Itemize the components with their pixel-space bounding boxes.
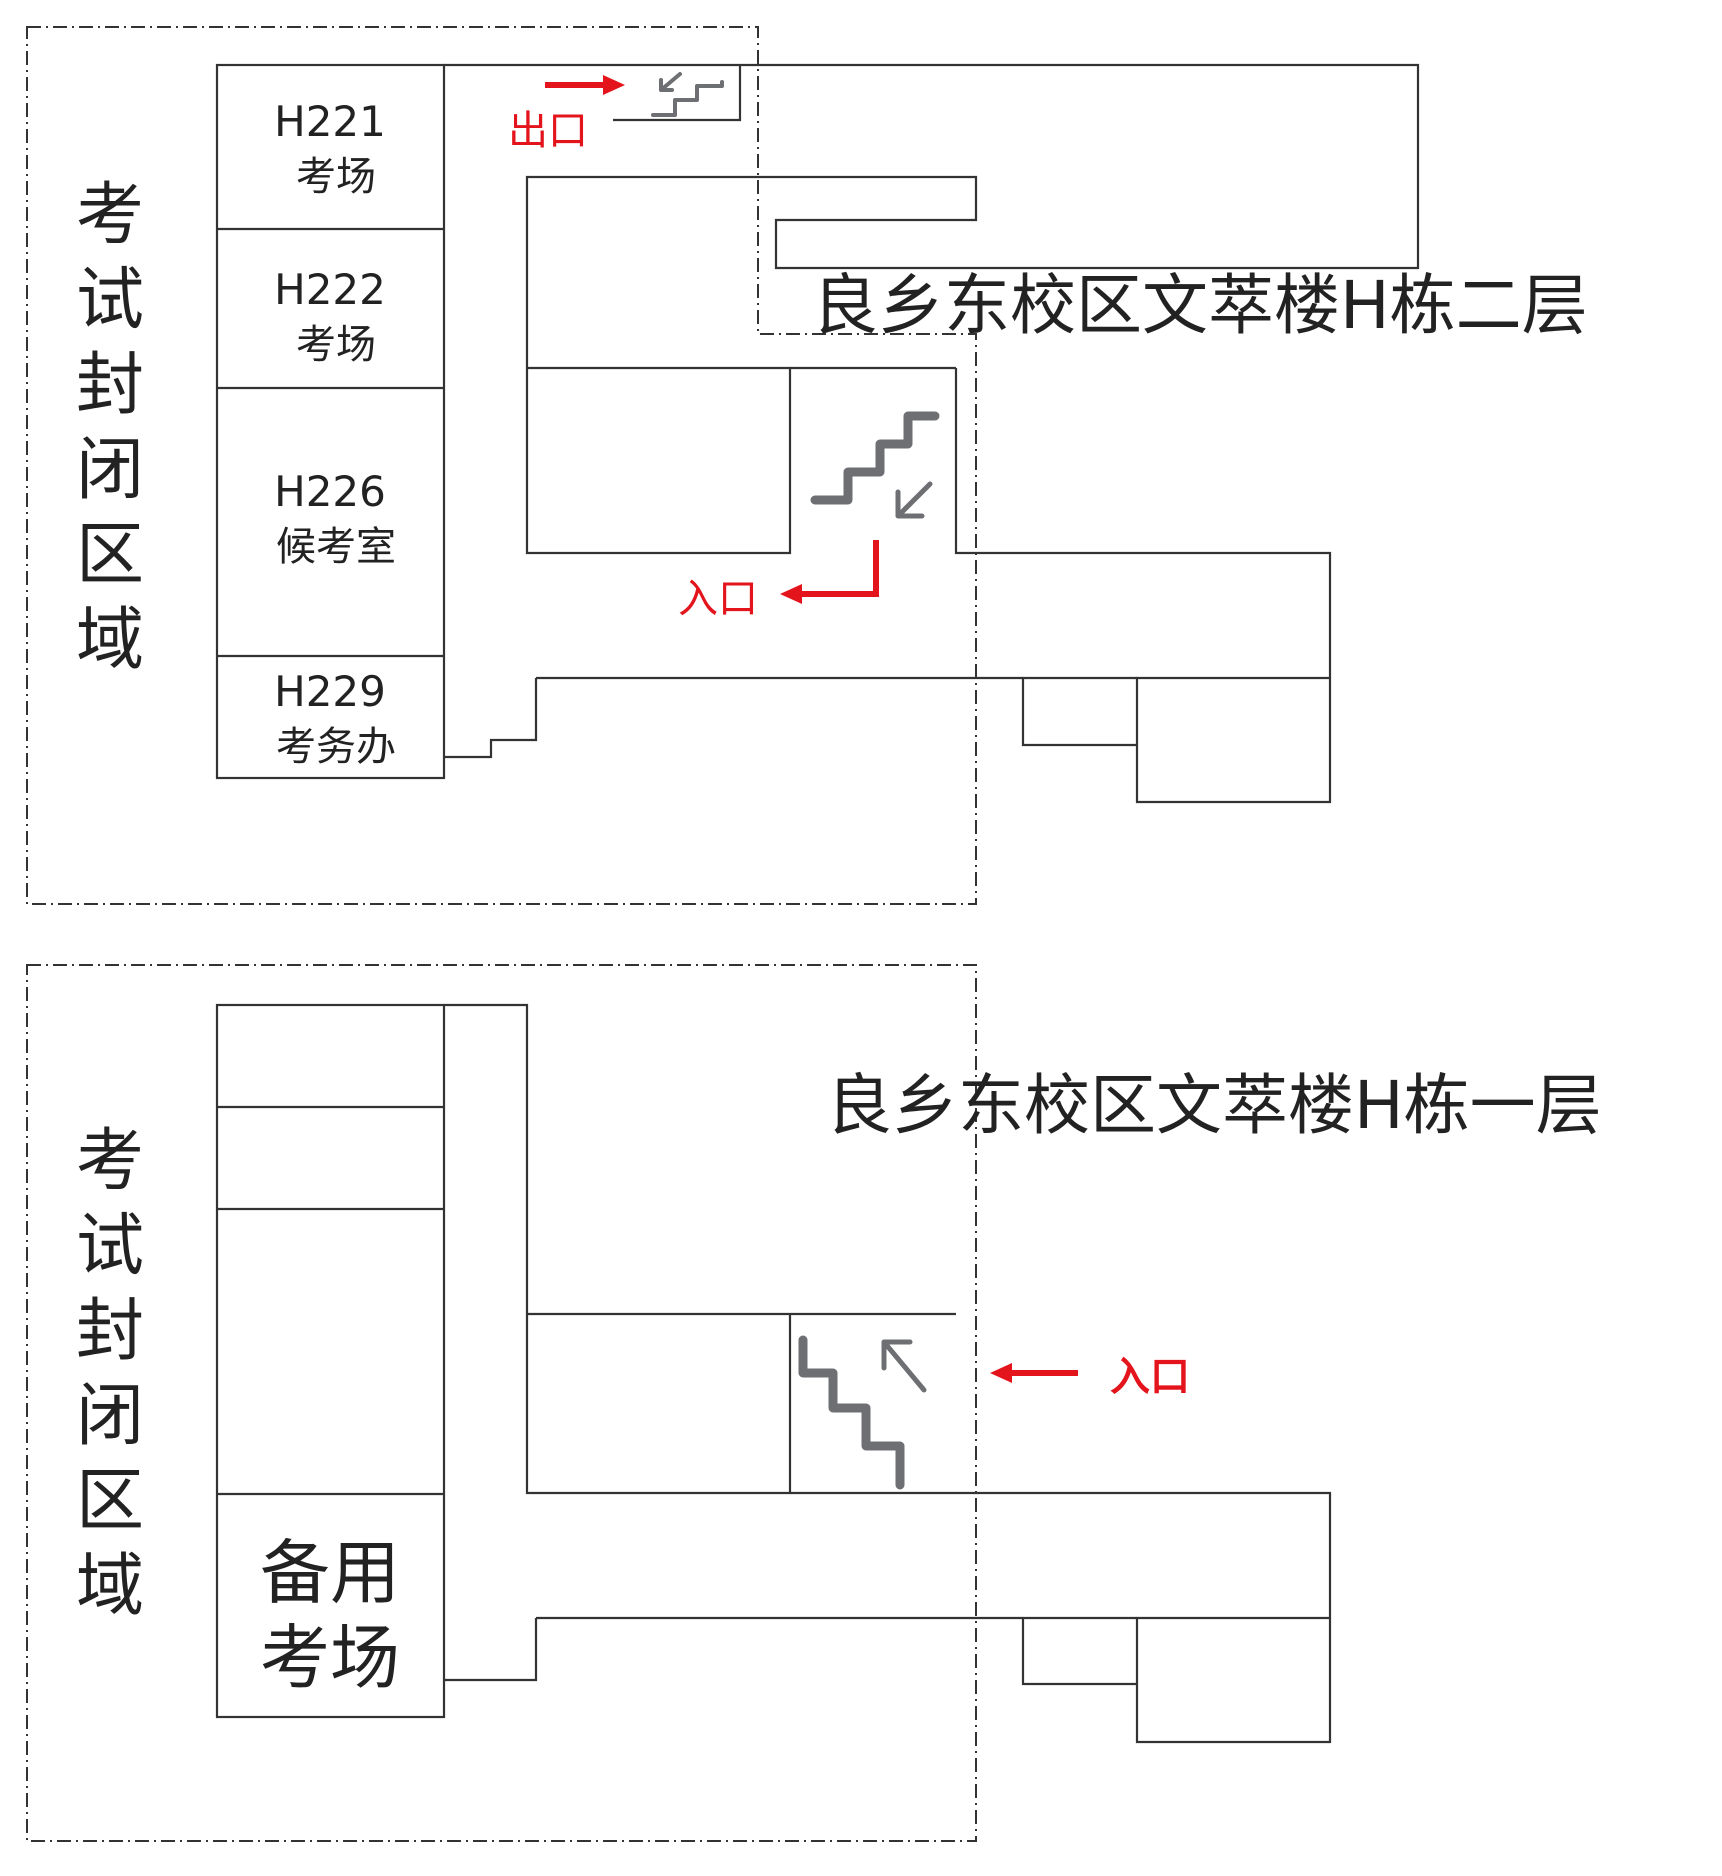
room-h221-name: 考场 [296, 154, 376, 200]
svg-text:试: 试 [76, 1207, 144, 1286]
floor1-title: 良乡东校区文萃楼H栋一层 [826, 1067, 1602, 1144]
svg-text:考: 考 [76, 176, 144, 255]
floor1-closed-zone-boundary [26, 964, 977, 1842]
floor2-entrance-arrow [780, 540, 879, 604]
svg-text:考: 考 [76, 1122, 144, 1201]
svg-text:闭: 闭 [76, 431, 144, 510]
floor2-room-column [215, 63, 446, 780]
room-h229-name: 考务办 [276, 724, 396, 770]
room-h222-name: 考场 [296, 322, 376, 368]
floor1-room-column [215, 1003, 446, 1719]
floor2-plan: 出口 入口 H221 考场 H222 考场 H226 候考室 H229 考务办 … [26, 26, 1588, 905]
floor2-title: 良乡东校区文萃楼H栋二层 [812, 267, 1588, 344]
floor1-spare-room-line2: 考场 [260, 1617, 400, 1699]
svg-text:区: 区 [76, 1462, 144, 1541]
room-h222-code: H222 [274, 265, 386, 314]
floor1-plan: 入口 备用 考场 考 试 封 闭 区 域 良乡东校区文萃楼H栋一层 [26, 964, 1602, 1842]
floor2-stair-icon [810, 411, 940, 519]
room-h226-name: 候考室 [276, 524, 396, 570]
room-h226-code: H226 [274, 467, 386, 516]
svg-text:区: 区 [76, 516, 144, 595]
floor2-closed-zone-boundary [26, 26, 977, 905]
floor2-entrance-label: 入口 [678, 576, 758, 622]
floor1-spare-room-line1: 备用 [260, 1532, 400, 1614]
svg-text:闭: 闭 [76, 1377, 144, 1456]
svg-text:封: 封 [76, 346, 144, 425]
floor1-zone-label: 考 试 封 闭 区 域 [76, 1122, 144, 1626]
svg-text:域: 域 [76, 601, 144, 680]
svg-text:域: 域 [76, 1547, 144, 1626]
room-h229-code: H229 [274, 667, 386, 716]
floor2-exit-arrow [545, 75, 625, 95]
floor2-exit-label: 出口 [508, 108, 588, 154]
floor1-entrance-arrow [990, 1363, 1078, 1383]
room-h221-code: H221 [274, 97, 386, 146]
svg-text:试: 试 [76, 261, 144, 340]
floor2-zone-label: 考 试 封 闭 区 域 [76, 176, 144, 680]
floor1-stair-icon [798, 1335, 927, 1490]
svg-text:封: 封 [76, 1292, 144, 1371]
floor1-entrance-label: 入口 [1110, 1354, 1190, 1400]
floor2-exit-stair-icon [651, 72, 724, 117]
